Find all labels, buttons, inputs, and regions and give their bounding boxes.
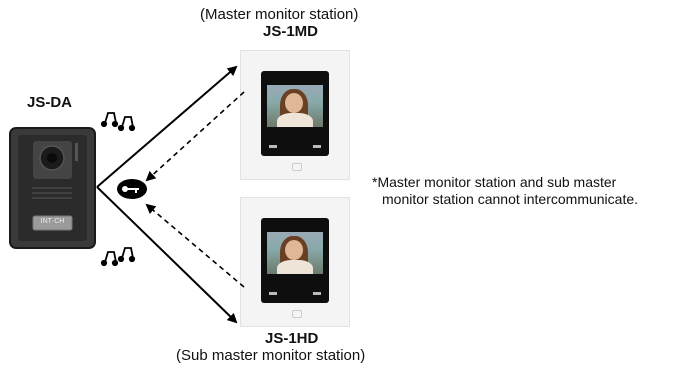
- door-button-label: INT·CH: [40, 218, 65, 225]
- top-model-label: JS-1MD: [263, 23, 319, 40]
- music-notes-icon: [100, 247, 136, 267]
- note-line-1: *Master monitor station and sub master: [372, 174, 617, 190]
- monitor-screen-frame: [261, 71, 329, 156]
- monitor-screen: [267, 232, 323, 274]
- monitor-screen-frame: [261, 218, 329, 303]
- unlock-arrow-from-sub-master: [145, 203, 245, 288]
- music-notes-icon: [100, 112, 136, 132]
- note-line-2: monitor station cannot intercommunicate.: [382, 191, 639, 207]
- unlock-arrow-from-master: [145, 91, 245, 182]
- bottom-station-label: (Sub master monitor station): [176, 347, 366, 364]
- call-arrow-to-sub-master: [96, 186, 238, 324]
- sub-master-monitor-image: [240, 197, 350, 327]
- key-icon: [117, 179, 147, 199]
- door-station-image: [9, 127, 96, 249]
- call-arrow-to-master: [96, 65, 238, 188]
- monitor-screen: [267, 85, 323, 127]
- bottom-model-label: JS-1HD: [265, 330, 319, 347]
- master-monitor-image: [240, 50, 350, 180]
- top-station-label: (Master monitor station): [200, 6, 359, 23]
- door-model-label: JS-DA: [27, 94, 73, 111]
